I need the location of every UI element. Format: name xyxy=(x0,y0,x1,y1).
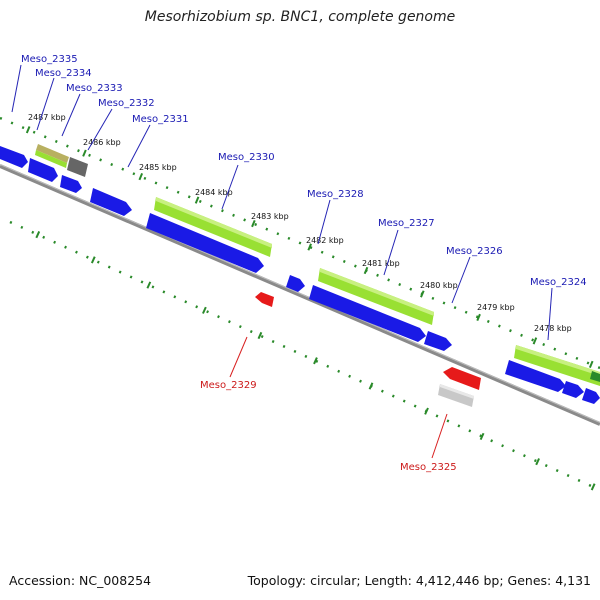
kbp-label: 2481 kbp xyxy=(362,259,400,268)
ruler-major-tick xyxy=(202,306,207,314)
label-leader-line xyxy=(221,164,239,210)
label-leader-line xyxy=(383,229,399,276)
map-title: Mesorhizobium sp. BNC1, complete genome xyxy=(144,9,456,25)
gene-label-meso-2326[interactable]: Meso_2326 xyxy=(446,246,503,257)
ruler-major-tick xyxy=(479,432,485,441)
forward-gene[interactable] xyxy=(505,360,566,392)
label-leader-line xyxy=(431,413,448,459)
gene-label-meso-2324[interactable]: Meso_2324 xyxy=(530,277,587,288)
genome-summary: Topology: circular; Length: 4,412,446 bp… xyxy=(247,573,591,588)
forward-gene-labels: Meso_2335 Meso_2334 Meso_2333 Meso_2332 … xyxy=(11,54,587,341)
label-leader-line xyxy=(451,256,471,304)
gene-label-meso-2332[interactable]: Meso_2332 xyxy=(98,98,155,109)
ruler-major-tick xyxy=(420,290,425,298)
label-leader-line xyxy=(317,199,331,245)
gene-label-meso-2333[interactable]: Meso_2333 xyxy=(66,83,123,94)
reverse-gene[interactable] xyxy=(255,292,274,307)
kbp-label: 2484 kbp xyxy=(195,188,233,197)
gene-label-meso-2327[interactable]: Meso_2327 xyxy=(378,218,435,229)
gene-label-meso-2325[interactable]: Meso_2325 xyxy=(400,462,457,473)
cds-bar xyxy=(156,197,272,248)
forward-gene[interactable] xyxy=(582,388,600,404)
ruler-major-tick xyxy=(424,407,429,415)
kbp-label: 2483 kbp xyxy=(251,212,289,221)
ruler-major-tick xyxy=(368,382,374,390)
reverse-gene-labels: Meso_2329 Meso_2325 xyxy=(200,336,457,473)
kbp-label: 2482 kbp xyxy=(306,236,344,245)
kbp-label: 2487 kbp xyxy=(28,113,66,122)
cds-bar xyxy=(320,268,434,316)
grey-feature xyxy=(67,157,88,177)
major-ticks xyxy=(25,126,596,491)
kbp-label: 2478 kbp xyxy=(534,324,572,333)
kbp-label: 2485 kbp xyxy=(139,163,177,172)
ruler-major-tick xyxy=(251,219,256,228)
cds-bar xyxy=(36,144,69,163)
reverse-genes xyxy=(255,292,481,390)
cds-bar xyxy=(516,345,600,376)
ruler-major-tick xyxy=(588,360,594,368)
ruler-major-tick xyxy=(590,483,596,491)
ruler-major-tick xyxy=(146,281,152,289)
cds-track xyxy=(35,144,600,386)
gene-label-meso-2335[interactable]: Meso_2335 xyxy=(21,54,78,65)
cds-bar xyxy=(35,150,67,168)
grey-feature xyxy=(438,384,474,407)
ruler-major-tick xyxy=(194,196,200,204)
outer-scale-ruler xyxy=(0,116,600,370)
ruler-major-tick xyxy=(35,231,41,239)
ruler-major-tick xyxy=(82,149,87,157)
label-leader-line xyxy=(229,336,248,378)
gene-label-meso-2328[interactable]: Meso_2328 xyxy=(307,189,364,200)
ruler-major-tick xyxy=(313,357,318,365)
forward-gene[interactable] xyxy=(146,213,264,273)
label-leader-line xyxy=(87,108,113,151)
ruler-major-tick xyxy=(307,243,312,251)
inner-scale-ruler xyxy=(9,220,600,492)
gene-label-meso-2331[interactable]: Meso_2331 xyxy=(132,114,189,125)
genome-backbone-highlight xyxy=(0,164,600,423)
ruler-major-tick xyxy=(257,331,263,340)
gene-label-meso-2334[interactable]: Meso_2334 xyxy=(35,68,92,79)
ruler-major-tick xyxy=(532,337,538,345)
reverse-gene[interactable] xyxy=(443,367,481,390)
gene-label-meso-2330[interactable]: Meso_2330 xyxy=(218,152,275,163)
label-leader-line xyxy=(127,124,151,168)
ruler-major-tick xyxy=(138,173,144,181)
gene-label-meso-2329[interactable]: Meso_2329 xyxy=(200,380,257,391)
forward-gene[interactable] xyxy=(0,146,28,168)
kbp-label: 2486 kbp xyxy=(83,138,121,147)
label-leader-line xyxy=(36,77,55,131)
label-leader-line xyxy=(61,93,81,137)
kbp-label: 2479 kbp xyxy=(477,303,515,312)
forward-gene[interactable] xyxy=(562,381,584,398)
forward-gene[interactable] xyxy=(60,175,82,193)
forward-gene[interactable] xyxy=(309,285,426,342)
ruler-major-tick xyxy=(90,256,96,264)
ruler-major-tick xyxy=(25,126,31,134)
label-leader-line xyxy=(547,287,553,341)
ruler-major-tick xyxy=(363,266,369,275)
genome-backbone xyxy=(0,164,600,426)
kbp-labels: 2487 kbp 2486 kbp 2485 kbp 2484 kbp 2483… xyxy=(28,113,572,333)
forward-gene[interactable] xyxy=(424,331,452,351)
accession-label: Accession: NC_008254 xyxy=(9,573,152,588)
ruler-major-tick xyxy=(476,313,481,322)
forward-genes xyxy=(0,146,600,404)
kbp-label: 2480 kbp xyxy=(420,281,458,290)
forward-gene[interactable] xyxy=(28,158,58,182)
grey-feature xyxy=(440,384,474,399)
label-leader-line xyxy=(11,64,22,113)
forward-gene[interactable] xyxy=(90,188,132,216)
ruler-major-tick xyxy=(535,458,540,466)
forward-gene[interactable] xyxy=(286,275,305,292)
cds-bar xyxy=(590,371,600,382)
